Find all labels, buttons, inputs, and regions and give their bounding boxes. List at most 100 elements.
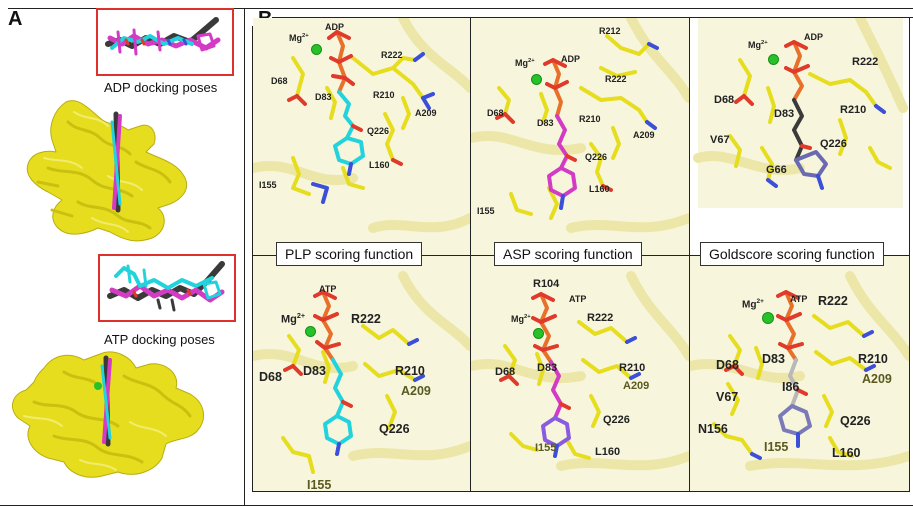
residue-label: D83: [315, 92, 332, 102]
residue-label: D68: [495, 366, 516, 378]
mg-label: Mg2+: [511, 314, 531, 324]
residue-label: L160: [589, 184, 610, 194]
scoring-label-plp: PLP scoring function: [276, 242, 423, 266]
residue-label: R222: [852, 56, 879, 68]
mg-label-base: Mg: [742, 299, 757, 311]
mg-label-charge: 2+: [761, 40, 768, 46]
residue-label: I155: [535, 442, 557, 454]
residue-label: Q226: [820, 138, 847, 150]
grid-bottom: [252, 491, 910, 492]
residue-label: D68: [714, 94, 735, 106]
cell-adp-asp: Mg2+ ADP R212 R222 D68 R210 D83 A209 Q22…: [471, 18, 689, 255]
magnesium-atom: [305, 326, 316, 337]
scoring-label-asp: ASP scoring function: [494, 242, 642, 266]
magnesium-atom: [762, 312, 774, 324]
cell-atp-gold: Mg2+ ATP R222 D68 D83 R210 I86 A209 V67 …: [690, 256, 909, 491]
mg-label-charge: 2+: [756, 298, 764, 305]
residue-label: V67: [710, 134, 730, 146]
residue-label: R222: [605, 74, 627, 84]
residue-label: I155: [307, 478, 332, 491]
residue-label: R210: [619, 362, 646, 374]
mg-label-charge: 2+: [528, 58, 535, 64]
residue-label: D68: [271, 76, 288, 86]
residue-label: R222: [381, 50, 403, 60]
ligand-label: ADP: [325, 22, 345, 32]
ligand-label: ATP: [319, 284, 337, 294]
mg-label-base: Mg: [515, 58, 528, 68]
ligand-label: ADP: [561, 54, 581, 64]
atp-poses-inset: [98, 254, 236, 322]
mg-label: Mg2+: [748, 40, 768, 50]
grid-left: [252, 26, 253, 492]
panel-divider: [244, 8, 245, 505]
ligand-label: ATP: [569, 294, 587, 304]
mg-label: Mg2+: [515, 58, 535, 68]
residue-label: R210: [395, 364, 425, 378]
residue-label: L160: [369, 160, 390, 170]
protein-structure-adp: [26, 100, 188, 242]
residue-label: R222: [818, 294, 848, 308]
scoring-label-goldscore: Goldscore scoring function: [700, 242, 884, 266]
magnesium-atom: [531, 74, 542, 85]
residue-label: D68: [716, 358, 739, 372]
cell-adp-plp: Mg2+ ADP R222 D68 D83 R210 A209 Q226 L16…: [253, 18, 470, 255]
atp-poses-overlay-image: [107, 261, 225, 312]
ligand-label: ATP: [790, 294, 808, 304]
residue-label: A209: [415, 108, 437, 118]
residue-label: D83: [537, 362, 558, 374]
mg-label-base: Mg: [511, 314, 524, 324]
mg-label-charge: 2+: [302, 33, 309, 39]
mg-label: Mg2+: [281, 312, 305, 326]
residue-label: V67: [716, 390, 739, 404]
protein-structure-atp: [11, 351, 205, 478]
residue-label: D68: [259, 370, 282, 384]
panel-a-bottom-border: [0, 505, 913, 506]
residue-label: I155: [764, 440, 789, 454]
atp-poses-caption: ATP docking poses: [104, 332, 215, 347]
atp-plp-structure: [253, 271, 470, 474]
residue-label: A209: [623, 380, 650, 392]
residue-label: R222: [587, 312, 614, 324]
magnesium-atom: [311, 44, 322, 55]
residue-label: R104: [533, 278, 560, 290]
cell-atp-plp: Mg2+ ATP R222 D68 D83 R210 A209 Q226 I15…: [253, 256, 470, 491]
residue-label: Q226: [367, 126, 390, 136]
residue-label: D83: [537, 118, 554, 128]
residue-label: Q226: [379, 422, 410, 436]
residue-label: R210: [579, 114, 601, 124]
residue-label: R210: [840, 104, 867, 116]
panel-a-letter: A: [8, 8, 23, 30]
mg-label-charge: 2+: [296, 312, 306, 320]
residue-label: G66: [766, 164, 787, 176]
adp-poses-overlay-image: [105, 17, 221, 56]
residue-label: L160: [832, 446, 861, 460]
mg-label: Mg2+: [742, 298, 764, 310]
panel-a-top-border: [8, 8, 913, 9]
atp-asp-structure: [471, 271, 689, 471]
adp-asp-structure: [471, 18, 689, 233]
cell-atp-asp: Mg2+ ATP R104 R222 D68 D83 R210 A209 Q22…: [471, 256, 689, 491]
residue-label: D83: [762, 352, 785, 366]
residue-label: R222: [351, 312, 381, 326]
residue-label: I155: [477, 206, 495, 216]
residue-label: Q226: [840, 414, 871, 428]
residue-label: R210: [373, 90, 395, 100]
grid-right: [909, 17, 910, 492]
mg-label-base: Mg: [748, 40, 761, 50]
mg-label-base: Mg: [281, 313, 297, 326]
residue-label: D83: [303, 364, 326, 378]
magnesium-atom: [768, 54, 779, 65]
ligand-label: ADP: [804, 32, 824, 42]
residue-label: Q226: [603, 414, 630, 426]
adp-poses-inset: [96, 8, 234, 76]
residue-label: A209: [862, 372, 892, 386]
residue-label: I155: [259, 180, 277, 190]
residue-label: Q226: [585, 152, 608, 162]
atp-gold-structure: [690, 271, 909, 471]
residue-label: I86: [782, 380, 800, 394]
grid-vline-1: [470, 17, 471, 492]
panel-b-inner-top: [272, 17, 913, 18]
residue-label: D68: [487, 108, 504, 118]
residue-label: R210: [858, 352, 888, 366]
